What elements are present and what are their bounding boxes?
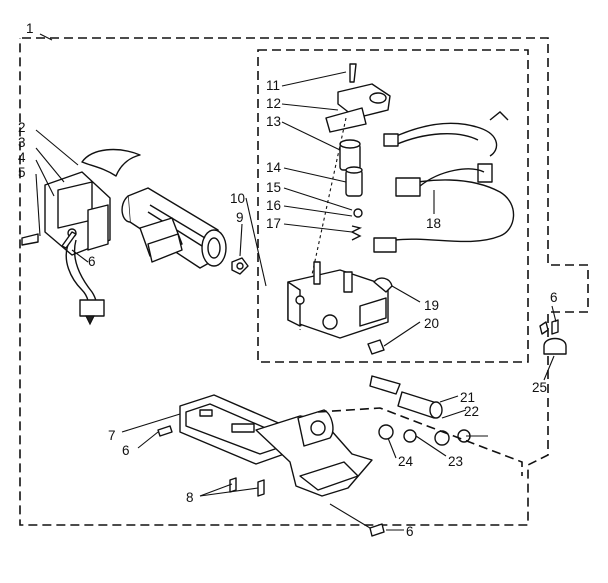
callout-1-leader bbox=[39, 33, 53, 41]
part-20 bbox=[367, 339, 385, 355]
callout-3: 3 bbox=[18, 135, 26, 150]
fitting-group-outline bbox=[317, 407, 523, 476]
callout-11: 11 bbox=[266, 78, 280, 93]
callout-18: 18 bbox=[426, 216, 441, 231]
burner-plate bbox=[139, 217, 183, 263]
leader-lines bbox=[35, 71, 557, 531]
callout-20: 20 bbox=[424, 316, 439, 331]
callout-6-mid: 6 bbox=[122, 443, 130, 458]
callout-6-left: 6 bbox=[88, 254, 96, 269]
callout-24: 24 bbox=[398, 454, 414, 469]
callout-6-bottom: 6 bbox=[406, 524, 414, 539]
callout-2: 2 bbox=[18, 120, 26, 135]
callout-13: 13 bbox=[266, 114, 281, 129]
callout-6-right: 6 bbox=[550, 290, 558, 305]
callout-1: 1 bbox=[26, 21, 34, 36]
igniter bbox=[369, 375, 443, 419]
valve-column bbox=[299, 63, 391, 331]
callout-23: 23 bbox=[448, 454, 463, 469]
callout-14: 14 bbox=[266, 160, 282, 175]
callout-4: 4 bbox=[18, 150, 26, 165]
callout-8: 8 bbox=[186, 490, 194, 505]
callout-7: 7 bbox=[108, 428, 116, 443]
nut-9 bbox=[231, 257, 249, 275]
callout-5: 5 bbox=[18, 165, 26, 180]
callout-12: 12 bbox=[266, 96, 281, 111]
screw-6-left bbox=[61, 231, 77, 249]
callout-15: 15 bbox=[266, 180, 281, 195]
clamp-25 bbox=[539, 319, 567, 355]
callout-16: 16 bbox=[266, 198, 281, 213]
callout-21: 21 bbox=[460, 390, 475, 405]
screw-6-bottom bbox=[369, 523, 385, 537]
screw-5 bbox=[21, 233, 39, 246]
assembly-outline bbox=[19, 37, 589, 526]
screw-6-mid bbox=[157, 425, 173, 437]
callout-17: 17 bbox=[266, 216, 281, 231]
callout-22: 22 bbox=[464, 404, 479, 419]
heat-shield bbox=[81, 148, 141, 177]
callout-10: 10 bbox=[230, 191, 245, 206]
thermal-switch-bracket bbox=[44, 171, 111, 326]
gas-valve-body bbox=[287, 261, 393, 339]
subassembly-outline bbox=[257, 49, 529, 363]
wiring-harness bbox=[373, 111, 515, 253]
callout-25: 25 bbox=[532, 380, 547, 395]
callout-19: 19 bbox=[424, 298, 439, 313]
callout-labels: 1 2 3 4 5 6 6 7 6 8 9 10 11 12 13 14 15 … bbox=[18, 21, 558, 539]
callout-9: 9 bbox=[236, 210, 244, 225]
screws-8 bbox=[229, 477, 265, 497]
base-plate bbox=[255, 409, 373, 497]
